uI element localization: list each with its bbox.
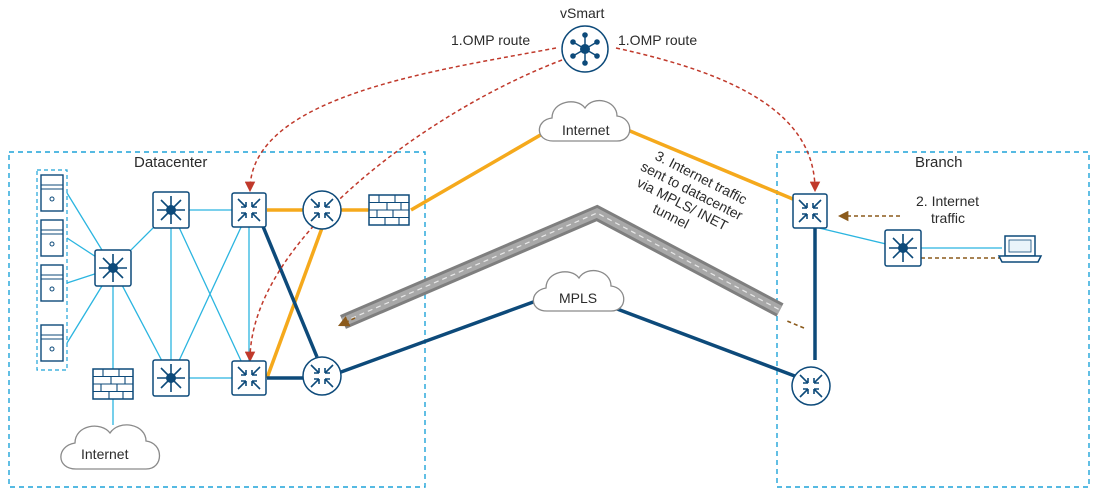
branch-site-border bbox=[776, 151, 1090, 488]
server-icon bbox=[40, 219, 64, 257]
branch-label: Branch bbox=[915, 154, 963, 171]
vsmart-label: vSmart bbox=[560, 5, 604, 21]
datacenter-site-border bbox=[8, 151, 426, 488]
router-icon bbox=[791, 366, 831, 406]
omp-route-label-right: 1.OMP route bbox=[618, 32, 697, 48]
firewall-icon bbox=[368, 194, 410, 226]
multilayer-switch-icon bbox=[152, 359, 190, 397]
tunnel-traffic-arrow bbox=[340, 318, 805, 328]
mpls-cloud-label: MPLS bbox=[559, 290, 597, 306]
omp-route-label-left: 1.OMP route bbox=[451, 32, 530, 48]
laptop-icon bbox=[997, 235, 1043, 263]
internet-links bbox=[265, 124, 801, 379]
datacenter-label: Datacenter bbox=[134, 154, 207, 171]
server-icon bbox=[40, 264, 64, 302]
router-icon bbox=[302, 356, 342, 396]
internet-cloud-top: Internet bbox=[538, 99, 631, 142]
internet-cloud-top-label: Internet bbox=[562, 122, 610, 138]
branch-traffic-annotation: 2. Internet traffic bbox=[916, 193, 983, 226]
server-icon bbox=[40, 174, 64, 212]
firewall-icon bbox=[92, 368, 134, 400]
wan-edge-icon bbox=[231, 360, 267, 396]
server-rack-border bbox=[36, 169, 68, 371]
multilayer-switch-icon bbox=[884, 229, 922, 267]
wan-edge-icon bbox=[792, 193, 828, 229]
multilayer-switch-icon bbox=[94, 249, 132, 287]
vsmart-hub-icon bbox=[561, 25, 609, 73]
omp-route-arrows bbox=[244, 47, 821, 363]
mpls-cloud: MPLS bbox=[532, 269, 625, 312]
internet-cloud-dc-label: Internet bbox=[81, 446, 129, 462]
internet-cloud-dc: Internet bbox=[60, 424, 161, 470]
branch-traffic-line-1: 2. Internet bbox=[916, 193, 979, 209]
mpls-links bbox=[260, 223, 817, 380]
multilayer-switch-icon bbox=[152, 191, 190, 229]
server-icon bbox=[40, 324, 64, 362]
wan-edge-icon bbox=[231, 192, 267, 228]
branch-traffic-line-2: traffic bbox=[931, 210, 965, 226]
branch-traffic-arrows bbox=[837, 210, 1002, 259]
lan-links bbox=[66, 192, 1002, 425]
tunnel-band bbox=[340, 204, 784, 329]
router-icon bbox=[302, 190, 342, 230]
